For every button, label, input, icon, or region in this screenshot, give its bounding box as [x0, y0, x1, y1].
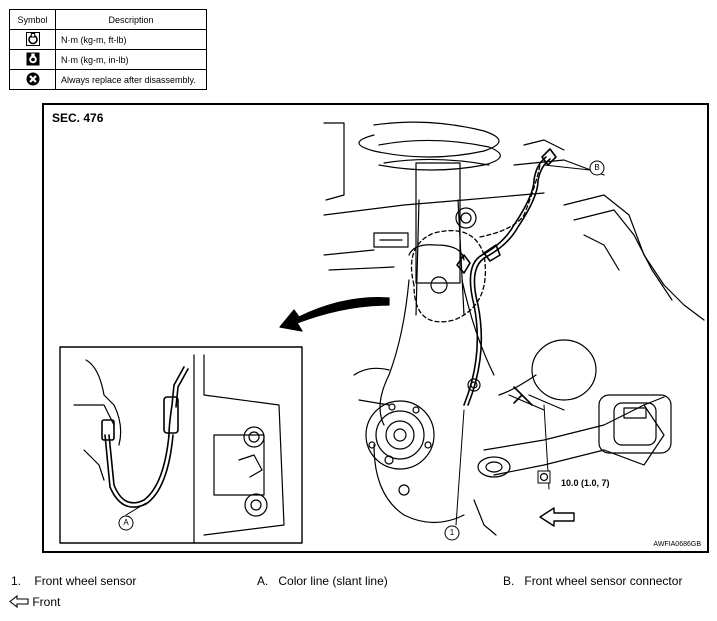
symbol-table: Symbol Description N·m (kg-m, ft-lb) N·m… [9, 9, 207, 90]
figure-id: AWFIA0686GB [653, 541, 701, 548]
symbol-row: N·m (kg-m, ft-lb) [9, 29, 207, 50]
symbol-column-header: Symbol [9, 9, 56, 30]
front-arrow-icon [539, 507, 575, 527]
callout-markers [118, 160, 605, 541]
vehicle-body-frame [323, 122, 705, 321]
inset-sensor-cable [101, 366, 189, 508]
torque-wrench-nm-icon [25, 31, 40, 46]
description-column-header: Description [55, 9, 207, 30]
detail-inset-box [59, 346, 303, 544]
front-wheel-sensor-harness [456, 148, 557, 406]
symbol-row: Always replace after disassembly. [9, 69, 207, 90]
replace-part-icon [26, 72, 39, 85]
symbol-description: N·m (kg-m, in-lb) [55, 49, 207, 70]
front-arrow-icon [9, 594, 29, 609]
legend-label: Color line (slant line) [278, 574, 388, 588]
torque-wrench-in-lb-icon [26, 52, 39, 65]
callout-a-label: A [123, 518, 129, 527]
callout-1-label: 1 [449, 528, 455, 537]
legend-front: Front [9, 594, 61, 609]
symbol-description: Always replace after disassembly. [55, 69, 207, 90]
drive-shaft-boot [498, 339, 597, 411]
symbol-row: N·m (kg-m, in-lb) [9, 49, 207, 70]
coil-spring [358, 121, 501, 171]
legend-number: A. [257, 574, 269, 588]
symbol-description: N·m (kg-m, ft-lb) [55, 29, 207, 50]
strut-assembly [408, 162, 477, 316]
torque-spec: 10.0 (1.0, 7) [561, 478, 610, 488]
harness-route-dashed [410, 229, 487, 323]
legend-label: Front wheel sensor connector [524, 574, 683, 588]
diagram-frame: 1 A B SEC. 476 10.0 (1.0, 7) AWFIA0686GB [42, 103, 709, 553]
steering-knuckle [353, 276, 497, 536]
harness-route-dashed-upper [479, 164, 541, 238]
inset-bracket [73, 354, 285, 544]
section-label: SEC. 476 [52, 111, 104, 125]
legend-label: Front wheel sensor [34, 574, 137, 588]
suspension-illustration [59, 121, 705, 544]
front-label: Front [32, 595, 61, 609]
legend-item-b: B. Front wheel sensor connector [503, 574, 682, 588]
wheel-hub [365, 400, 435, 470]
callout-b-label: B [594, 163, 600, 172]
lower-control-arm [477, 394, 672, 478]
legend-number: B. [503, 574, 515, 588]
detail-arrow [279, 297, 390, 332]
legend-number: 1. [11, 574, 22, 588]
legend-item-a: A. Color line (slant line) [257, 574, 388, 588]
legend-item-1: 1. Front wheel sensor [11, 574, 136, 588]
